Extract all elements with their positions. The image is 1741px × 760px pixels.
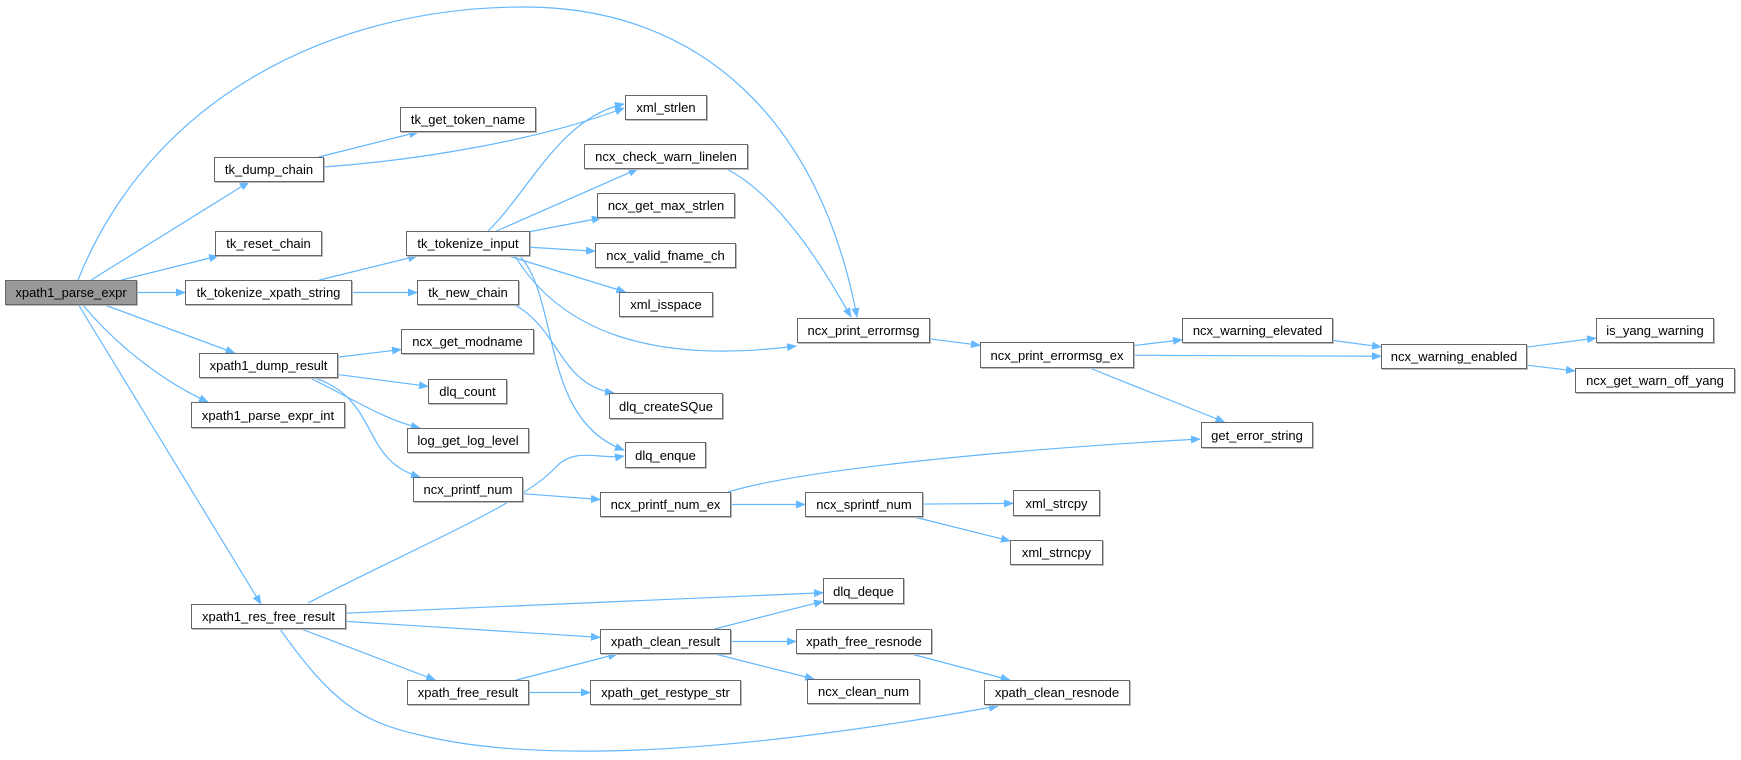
edge-ncx_print_errormsg_ex-to-ncx_warning_elevated: [1133, 336, 1183, 347]
edge-ncx_sprintf_num-to-xml_strcpy: [922, 499, 1014, 508]
edge-xpath1_dump_result-to-ncx_get_modname: [337, 346, 402, 358]
node-tk-dump-chain[interactable]: tk_dump_chain: [214, 157, 324, 182]
edge-ncx_print_errormsg_ex-to-ncx_warning_enabled: [1133, 352, 1382, 361]
node-xml-isspace[interactable]: xml_isspace: [619, 292, 713, 317]
node-xml-strlen[interactable]: xml_strlen: [625, 95, 707, 120]
node-ncx-get-warn-off-yang[interactable]: ncx_get_warn_off_yang: [1575, 368, 1735, 393]
node-xpath-get-restype-str[interactable]: xpath_get_restype_str: [590, 680, 741, 705]
edge-ncx_check_warn_linelen-to-ncx_print_errormsg: [726, 168, 852, 318]
node-ncx-valid-fname-ch[interactable]: ncx_valid_fname_ch: [595, 243, 736, 268]
edge-xpath1_parse_expr-to-xpath1_dump_result: [104, 304, 236, 354]
node-xpath-free-result[interactable]: xpath_free_result: [407, 680, 529, 705]
node-log-get-log-level[interactable]: log_get_log_level: [407, 428, 529, 453]
edge-tk_tokenize_xpath_string-to-tk_tokenize_input: [319, 254, 419, 281]
node-ncx-get-modname[interactable]: ncx_get_modname: [401, 329, 534, 354]
node-ncx-print-errormsg[interactable]: ncx_print_errormsg: [797, 318, 930, 343]
node-xpath1-parse-expr[interactable]: xpath1_parse_expr: [5, 280, 137, 305]
node-dlq-createSQue[interactable]: dlq_createSQue: [609, 393, 723, 419]
node-ncx-get-max-strlen[interactable]: ncx_get_max_strlen: [597, 193, 735, 218]
edge-tk_tokenize_input-to-xml_isspace: [508, 255, 627, 294]
node-tk-tokenize-input[interactable]: tk_tokenize_input: [406, 231, 530, 256]
edge-tk_tokenize_input-to-ncx_check_warn_linelen: [496, 168, 639, 232]
edge-ncx_printf_num-to-ncx_printf_num_ex: [522, 493, 601, 503]
edge-xpath1_res_free_result-to-xpath_clean_result: [345, 620, 601, 641]
node-xpath1-dump-result[interactable]: xpath1_dump_result: [199, 353, 338, 378]
edge-ncx_warning_elevated-to-ncx_warning_enabled: [1332, 339, 1382, 350]
edge-ncx_sprintf_num-to-xml_strncpy: [913, 516, 1011, 543]
edge-xpath1_dump_result-to-dlq_count: [337, 373, 429, 390]
node-dlq-enque[interactable]: dlq_enque: [625, 442, 706, 468]
node-ncx-printf-num-ex[interactable]: ncx_printf_num_ex: [600, 492, 731, 517]
node-ncx-check-warn-linelen[interactable]: ncx_check_warn_linelen: [584, 144, 748, 169]
edge-xpath1_parse_expr-to-ncx_print_errormsg: [77, 6, 860, 318]
edge-tk_new_chain-to-dlq_createSQue: [514, 304, 615, 396]
edge-tk_tokenize_input-to-ncx_valid_fname_ch: [529, 246, 596, 255]
node-xpath-clean-result[interactable]: xpath_clean_result: [600, 629, 731, 654]
edge-xpath1_res_free_result-to-xpath_free_result: [301, 628, 437, 681]
node-dlq-deque[interactable]: dlq_deque: [823, 578, 904, 604]
edge-ncx_printf_num_ex-to-get_error_string: [727, 435, 1201, 493]
edge-xpath1_res_free_result-to-dlq_enque: [307, 453, 625, 604]
edge-xpath1_parse_expr-to-xpath1_res_free_result: [78, 304, 262, 605]
node-xpath1-res-free-result[interactable]: xpath1_res_free_result: [191, 604, 346, 629]
node-xml-strncpy[interactable]: xml_strncpy: [1010, 540, 1103, 565]
node-xpath-clean-resnode[interactable]: xpath_clean_resnode: [984, 680, 1130, 705]
node-get-error-string[interactable]: get_error_string: [1201, 422, 1313, 448]
edge-xpath_clean_result-to-ncx_clean_num: [714, 653, 815, 681]
node-tk-get-token-name[interactable]: tk_get_token_name: [400, 107, 536, 132]
edge-ncx_warning_enabled-to-is_yang_warning: [1526, 335, 1597, 348]
node-tk-tokenize-xpath-string[interactable]: tk_tokenize_xpath_string: [185, 280, 352, 305]
node-tk-reset-chain[interactable]: tk_reset_chain: [215, 231, 322, 256]
edge-xpath1_parse_expr-to-tk_reset_chain: [121, 254, 220, 281]
node-ncx-sprintf-num[interactable]: ncx_sprintf_num: [805, 492, 923, 517]
edge-xpath1_res_free_result-to-xpath_clean_resnode: [279, 628, 999, 752]
node-xml-strcpy[interactable]: xml_strcpy: [1013, 490, 1100, 516]
node-ncx-warning-elevated[interactable]: ncx_warning_elevated: [1182, 318, 1333, 343]
node-xpath1-parse-expr-int[interactable]: xpath1_parse_expr_int: [191, 402, 345, 428]
edge-xpath1_res_free_result-to-dlq_deque: [345, 589, 824, 614]
node-ncx-warning-enabled[interactable]: ncx_warning_enabled: [1381, 344, 1527, 369]
edge-ncx_print_errormsg_ex-to-get_error_string: [1089, 367, 1226, 423]
node-xpath-free-resnode[interactable]: xpath_free_resnode: [796, 629, 932, 654]
edge-xpath_free_result-to-xpath_clean_result: [516, 652, 619, 681]
edge-xpath1_parse_expr-to-tk_dump_chain: [90, 181, 250, 281]
node-ncx-clean-num[interactable]: ncx_clean_num: [807, 679, 920, 704]
node-ncx-printf-num[interactable]: ncx_printf_num: [413, 477, 523, 502]
edge-xpath1_dump_result-to-log_get_log_level: [309, 377, 421, 430]
edge-xpath1_dump_result-to-ncx_printf_num: [314, 377, 421, 479]
edge-tk_dump_chain-to-tk_get_token_name: [318, 130, 420, 158]
edge-tk_tokenize_input-to-dlq_enque: [519, 255, 625, 451]
edge-tk_tokenize_input-to-ncx_get_max_strlen: [529, 215, 602, 233]
node-dlq-count[interactable]: dlq_count: [428, 379, 507, 404]
edge-tk_dump_chain-to-xml_strlen: [323, 107, 625, 168]
edge-xpath1_parse_expr-to-xpath1_parse_expr_int: [82, 304, 209, 403]
edge-tk_tokenize_input-to-xml_strlen: [487, 102, 625, 232]
edge-ncx_warning_enabled-to-ncx_get_warn_off_yang: [1526, 364, 1576, 374]
edge-xpath_free_resnode-to-xpath_clean_resnode: [911, 653, 1011, 682]
edge-ncx_print_errormsg-to-ncx_print_errormsg_ex: [929, 338, 981, 349]
node-is-yang-warning[interactable]: is_yang_warning: [1596, 318, 1714, 343]
node-ncx-print-errormsg-ex[interactable]: ncx_print_errormsg_ex: [980, 342, 1134, 368]
edge-xpath_clean_result-to-dlq_deque: [714, 599, 824, 630]
node-tk-new-chain[interactable]: tk_new_chain: [417, 280, 519, 305]
